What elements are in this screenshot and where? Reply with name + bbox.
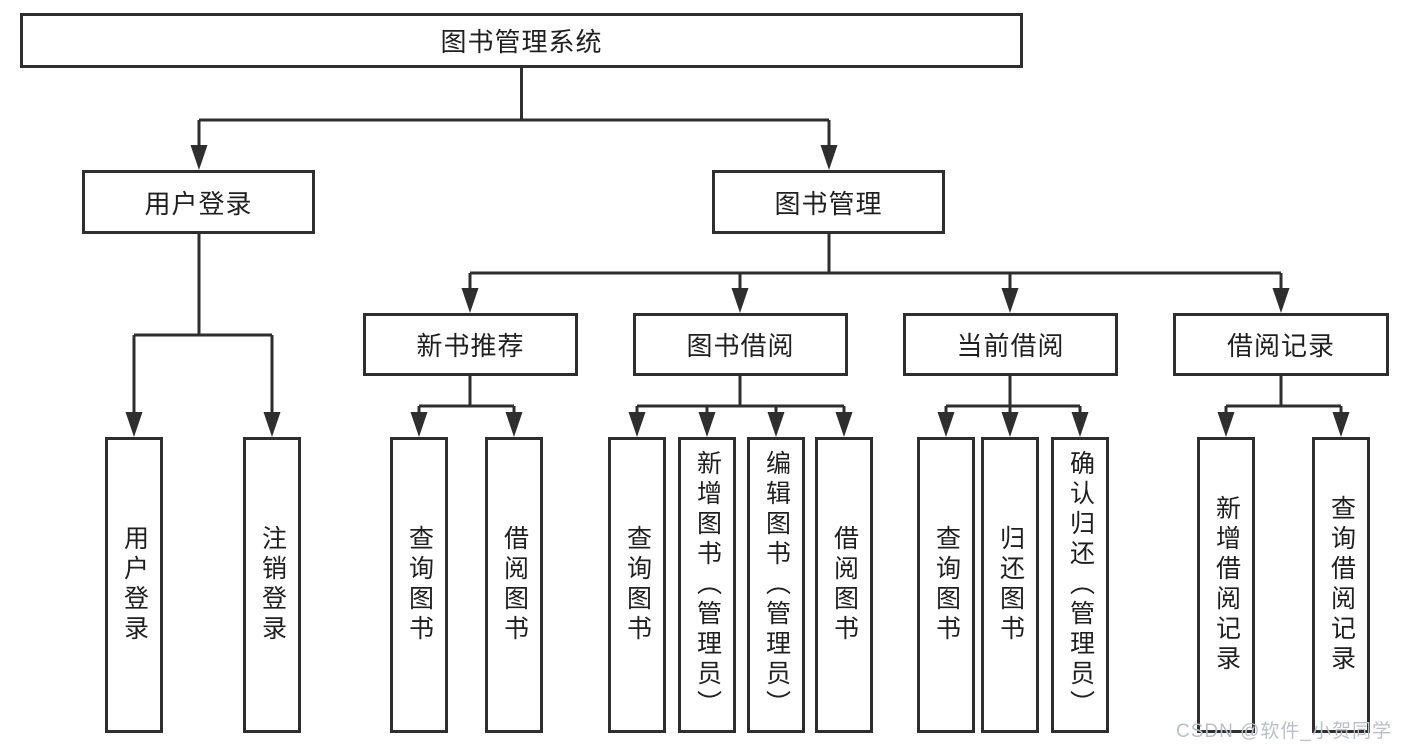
node-new-book-recommendation: 新书推荐 [363,313,578,376]
node-label: 当前借阅 [956,331,1065,361]
node-label: 图书管理系统 [440,27,603,57]
leaf-add-book-admin: 新增图书（管理员） [678,437,736,733]
leaf-user-login: 用户登录 [105,437,163,733]
node-label: 注销登录 [258,525,287,645]
node-label: 图书管理 [774,188,883,219]
leaf-query-books-borrowing: 查询图书 [608,437,666,733]
watermark: CSDN @软件_小贺同学 [1176,721,1392,742]
node-label: 新书推荐 [416,331,525,361]
node-label: 借阅记录 [1226,331,1335,361]
leaf-return-books: 归还图书 [981,437,1039,733]
leaf-borrow-books-borrowing: 借阅图书 [815,437,873,733]
leaf-edit-book-admin: 编辑图书（管理员） [747,437,805,733]
node-label: 借阅图书 [830,525,859,645]
leaf-logout: 注销登录 [243,437,301,733]
node-label: 用户登录 [120,525,149,645]
node-library-system: 图书管理系统 [20,13,1023,68]
node-label: 查询图书 [405,525,434,645]
node-book-borrowing: 图书借阅 [633,313,848,376]
node-label: 查询借阅记录 [1327,495,1356,675]
node-label: 查询图书 [932,525,961,645]
leaf-query-borrow-record: 查询借阅记录 [1312,437,1370,733]
node-label: 用户登录 [144,188,253,219]
leaf-add-borrow-record: 新增借阅记录 [1197,437,1255,733]
node-label: 新增图书（管理员） [693,450,722,720]
leaf-query-books-current: 查询图书 [917,437,975,733]
node-label: 归还图书 [996,525,1025,645]
leaf-query-books-recommend: 查询图书 [390,437,448,733]
node-label: 图书借阅 [686,331,795,361]
node-label: 查询图书 [623,525,652,645]
node-label: 确认归还（管理员） [1066,450,1095,720]
leaf-confirm-return-admin: 确认归还（管理员） [1051,437,1109,733]
node-label: 新增借阅记录 [1212,495,1241,675]
node-label: 编辑图书（管理员） [762,450,791,720]
node-book-management: 图书管理 [712,170,945,234]
node-borrowing-records: 借阅记录 [1173,313,1389,376]
node-user-login: 用户登录 [82,170,315,234]
leaf-borrow-books-recommend: 借阅图书 [485,437,543,733]
node-current-borrowing: 当前借阅 [903,313,1118,376]
node-label: 借阅图书 [500,525,529,645]
